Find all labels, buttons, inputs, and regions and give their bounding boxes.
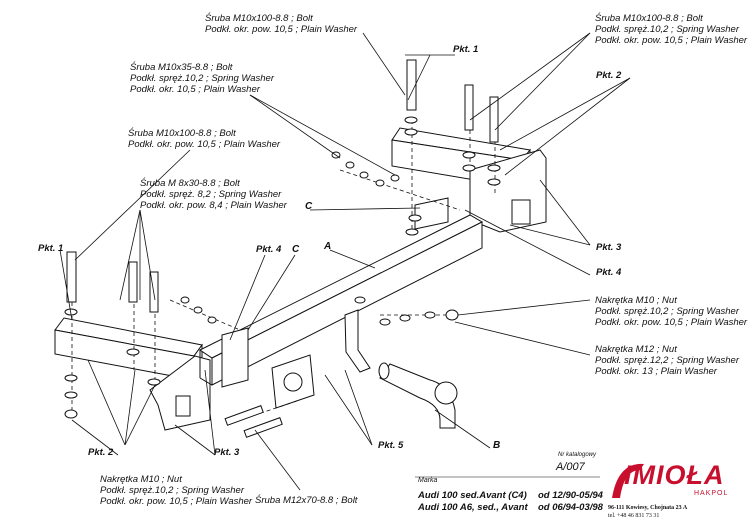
bolt-icon	[128, 261, 138, 303]
callout-line: Podkł. okr. pow. 10,5 ; Plain Washer	[128, 139, 281, 150]
point-label-pkt3-bottom: Pkt. 3	[214, 447, 240, 458]
callout-nut-m10-bottom: Nakrętka M10 ; Nut Podkł. spręż.10,2 ; S…	[100, 474, 252, 507]
callout-line: Podkł. okr. 13 ; Plain Washer	[595, 366, 717, 377]
callout-bolt-top-right: Śruba M10x100-8.8 ; Bolt Podkł. spręż.10…	[595, 13, 747, 46]
company-logo: IMIOŁA HAKPOL	[608, 458, 738, 504]
callout-nut-m10-right: Nakrętka M10 ; Nut Podkł. spręż.10,2 ; S…	[595, 295, 747, 328]
callout-bolt-m12: Śruba M12x70-8.8 ; Bolt	[255, 495, 357, 506]
callout-nut-m12-right: Nakrętka M12 ; Nut Podkł. spręż.12,2 ; S…	[595, 344, 739, 377]
company-address: 96-111 Kowiesy, Chojnata 23 A	[608, 505, 688, 511]
callout-line: Podkł. spręż.10,2 ; Spring Washer	[595, 306, 739, 317]
main-cross-beam	[199, 214, 484, 386]
bolt-icon	[224, 405, 264, 426]
callout-bolt-top-center: Śruba M10x100-8.8 ; Bolt Podkł. okr. pow…	[205, 13, 357, 35]
brand-label: Marka	[418, 477, 438, 484]
model-name-2: Audi 100 A6, sed., Avant	[418, 502, 528, 513]
callout-line: Śruba M10x35-8.8 ; Bolt	[130, 62, 233, 73]
callout-line: Nakrętka M10 ; Nut	[595, 295, 677, 306]
bolt-icon	[66, 251, 77, 303]
callout-bolt-left: Śruba M10x100-8.8 ; Bolt Podkł. okr. pow…	[128, 128, 280, 150]
callout-line: Śruba M10x100-8.8 ; Bolt	[128, 128, 236, 139]
bolt-icon	[464, 84, 474, 131]
callout-line: Podkł. okr. pow. 10,5 ; Plain Washer	[595, 317, 748, 328]
bolt-icon	[489, 96, 499, 143]
point-label-pkt2-top: Pkt. 2	[596, 70, 622, 81]
callout-line: Nakrętka M12 ; Nut	[595, 344, 677, 355]
logo-mark-icon	[612, 463, 644, 498]
point-label-pkt1-top: Pkt. 1	[453, 44, 479, 55]
model-name-1: Audi 100 sed.Avant (C4)	[418, 490, 527, 501]
callout-line: Nakrętka M10 ; Nut	[100, 474, 182, 485]
callout-line: Podkł. spręż.10,2 ; Spring Washer	[130, 73, 274, 84]
callout-line: Podkł. spręż.10,2 ; Spring Washer	[100, 485, 244, 496]
point-label-pkt3-right: Pkt. 3	[596, 242, 622, 253]
callout-line: Śruba M 8x30-8.8 ; Bolt	[140, 178, 240, 189]
part-letter-c-left: C	[305, 201, 313, 212]
catalog-number: A/007	[556, 461, 585, 473]
part-letter-a: A	[324, 241, 332, 252]
logo-sub: HAKPOL	[694, 490, 729, 497]
ball-mount-bracket	[344, 309, 371, 373]
left-mounting-bracket	[54, 317, 211, 431]
logo-name: IMIOŁA	[624, 460, 725, 490]
point-label-pkt1-left: Pkt. 1	[38, 243, 64, 254]
callout-line: Podkł. okr. pow. 10,5 ; Plain Washer	[205, 24, 358, 35]
right-mounting-bracket	[391, 127, 547, 233]
callout-line: Podkł. spręż.12,2 ; Spring Washer	[595, 355, 739, 366]
callout-line: Podkł. okr. 10,5 ; Plain Washer	[130, 84, 260, 95]
callout-line: Podkł. okr. pow. 8,4 ; Plain Washer	[140, 200, 287, 211]
catalog-label: Nr katalogowy	[558, 452, 597, 458]
callout-line: Śruba M10x100-8.8 ; Bolt	[595, 13, 703, 24]
model-years-2: od 06/94-03/98	[538, 502, 603, 513]
callout-line: Śruba M10x100-8.8 ; Bolt	[205, 13, 313, 24]
bolt-icon	[243, 417, 283, 438]
point-label-pkt5: Pkt. 5	[378, 440, 404, 451]
left-end-plate	[221, 327, 249, 388]
model-years-1: od 12/90-05/94	[538, 490, 603, 501]
company-phone: tel. +48 46 831 73 31	[608, 513, 660, 519]
callout-bolt-m10x35: Śruba M10x35-8.8 ; Bolt Podkł. spręż.10,…	[130, 62, 274, 95]
bolt-icon	[406, 59, 417, 111]
socket-hole	[283, 372, 303, 392]
callout-line: Śruba M12x70-8.8 ; Bolt	[255, 495, 358, 506]
point-label-pkt2-bottom: Pkt. 2	[88, 447, 114, 458]
tow-ball-neck	[378, 362, 458, 429]
callout-line: Podkł. spręż.10,2 ; Spring Washer	[595, 24, 739, 35]
part-letter-b: B	[493, 440, 501, 451]
right-end-plate	[414, 197, 449, 230]
point-label-pkt4-center: Pkt. 4	[256, 244, 282, 255]
part-letter-c-center: C	[292, 244, 300, 255]
callout-bolt-m8: Śruba M 8x30-8.8 ; Bolt Podkł. spręż. 8,…	[140, 178, 287, 211]
callout-line: Podkł. spręż. 8,2 ; Spring Washer	[140, 189, 282, 200]
callout-line: Podkł. okr. pow. 10,5 ; Plain Washer	[595, 35, 748, 46]
callout-line: Podkł. okr. pow. 10,5 ; Plain Washer	[100, 496, 253, 507]
point-label-pkt4-right: Pkt. 4	[596, 267, 622, 278]
socket-plate	[271, 354, 315, 409]
